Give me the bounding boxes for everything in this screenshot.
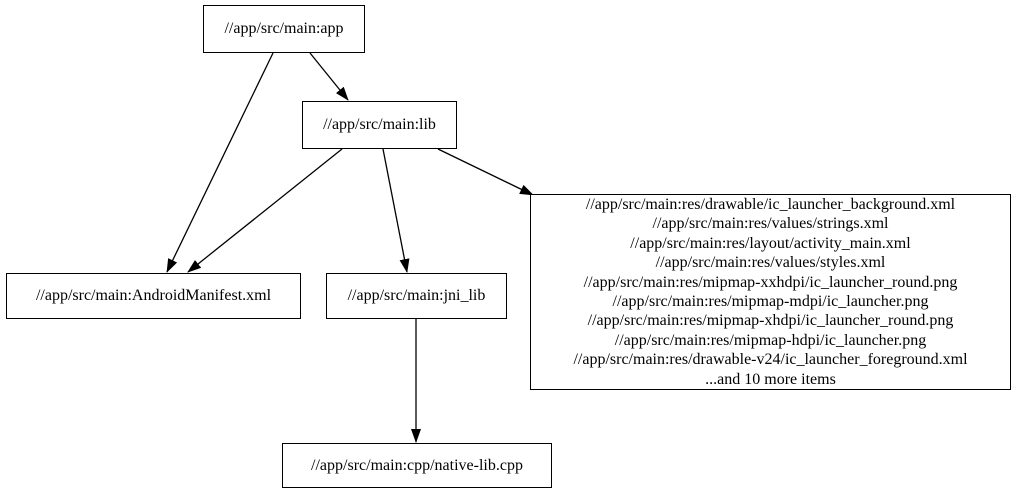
node-lib: //app/src/main:lib xyxy=(302,101,457,149)
resource-item: //app/src/main:res/mipmap-xxhdpi/ic_laun… xyxy=(583,273,958,291)
node-jni-lib: //app/src/main:jni_lib xyxy=(326,273,507,319)
node-native-lib-cpp: //app/src/main:cpp/native-lib.cpp xyxy=(282,443,552,488)
edge-lib-to-manifest xyxy=(187,148,343,273)
node-android-manifest: //app/src/main:AndroidManifest.xml xyxy=(6,273,301,319)
node-app: //app/src/main:app xyxy=(203,5,365,53)
edge-lib-to-jni-lib xyxy=(382,148,410,273)
resource-item: //app/src/main:res/mipmap-xhdpi/ic_launc… xyxy=(587,312,954,330)
resource-item: //app/src/main:res/drawable-v24/ic_launc… xyxy=(573,351,968,369)
node-app-label: //app/src/main:app xyxy=(224,20,344,37)
resource-item: //app/src/main:res/values/styles.xml xyxy=(655,254,886,272)
resource-item: //app/src/main:res/mipmap-mdpi/ic_launch… xyxy=(612,293,929,310)
resource-more-items: ...and 10 more items xyxy=(705,370,836,388)
node-lib-label: //app/src/main:lib xyxy=(323,116,436,133)
node-jni-lib-label: //app/src/main:jni_lib xyxy=(347,287,486,304)
edge-lib-to-resources xyxy=(437,148,534,196)
node-resources-list: //app/src/main:res/drawable/ic_launcher_… xyxy=(530,194,1011,390)
edge-app-to-manifest xyxy=(166,52,274,273)
resource-item: //app/src/main:res/values/strings.xml xyxy=(652,215,889,233)
edge-app-to-lib xyxy=(309,52,349,101)
node-native-lib-cpp-label: //app/src/main:cpp/native-lib.cpp xyxy=(311,456,523,474)
resource-item: //app/src/main:res/mipmap-hdpi/ic_launch… xyxy=(614,331,927,349)
resource-item: //app/src/main:res/layout/activity_main.… xyxy=(630,234,911,252)
node-android-manifest-label: //app/src/main:AndroidManifest.xml xyxy=(35,287,272,304)
resource-item: //app/src/main:res/drawable/ic_launcher_… xyxy=(585,195,956,213)
